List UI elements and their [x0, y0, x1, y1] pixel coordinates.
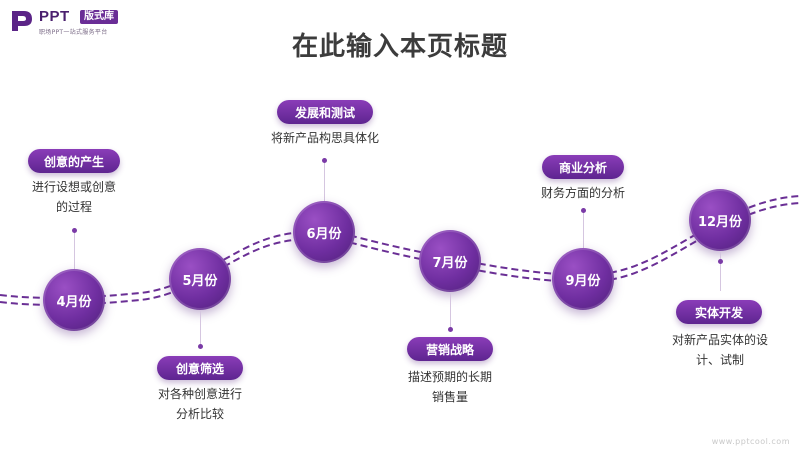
- milestone-5-label: 商业分析: [542, 155, 624, 179]
- milestone-1-desc-line-1: 进行设想或创意: [31, 180, 116, 194]
- milestone-2-label: 创意筛选: [157, 356, 243, 380]
- milestone-1-connector: [74, 230, 75, 270]
- brand-logo: PPT 版式库 职场PPT一站式服务平台: [10, 8, 140, 36]
- milestone-5-connector: [583, 208, 584, 250]
- milestone-4-desc: 描述预期的长期 销售量: [390, 367, 510, 407]
- ppt-logo-icon: [12, 11, 32, 31]
- watermark: www.pptcool.com: [711, 437, 790, 446]
- milestone-6-dot: [718, 259, 723, 264]
- milestone-5-desc-line-1: 财务方面的分析: [540, 186, 625, 200]
- milestone-4-node: 7月份: [419, 230, 481, 292]
- logo-brand-text: PPT: [39, 8, 70, 25]
- milestone-2-node: 5月份: [169, 248, 231, 310]
- milestone-5-dot: [581, 208, 586, 213]
- page-title: 在此输入本页标题: [291, 32, 508, 62]
- milestone-6-connector: [720, 251, 721, 291]
- milestone-5-desc: 财务方面的分析: [523, 183, 643, 203]
- milestone-3-label: 发展和测试: [277, 100, 373, 124]
- milestone-1-node: 4月份: [43, 269, 105, 331]
- milestone-2-desc: 对各种创意进行 分析比较: [140, 384, 260, 424]
- milestone-4-desc-line-1: 描述预期的长期: [407, 370, 492, 384]
- milestone-6-node: 12月份: [689, 189, 751, 251]
- milestone-1-label: 创意的产生: [28, 149, 120, 173]
- milestone-6-desc-line-1: 对新产品实体的设: [671, 333, 768, 347]
- milestone-4-dot: [448, 327, 453, 332]
- milestone-1-desc: 进行设想或创意 的过程: [14, 177, 134, 217]
- timeline-track-line-upper: [0, 195, 800, 299]
- milestone-2-desc-line-2: 分析比较: [175, 407, 224, 421]
- milestone-6-desc-line-2: 计、试制: [695, 353, 744, 367]
- milestone-2-dot: [198, 344, 203, 349]
- logo-tagline: 职场PPT一站式服务平台: [39, 29, 108, 36]
- milestone-5-node: 9月份: [552, 248, 614, 310]
- milestone-3-desc: 将新产品构思具体化: [255, 128, 395, 148]
- milestone-4-desc-line-2: 销售量: [431, 390, 468, 404]
- milestone-2-desc-line-1: 对各种创意进行: [157, 387, 242, 401]
- milestone-1-dot: [72, 228, 77, 233]
- milestone-4-label: 营销战略: [407, 337, 493, 361]
- milestone-3-connector: [324, 158, 325, 203]
- milestone-3-desc-line-1: 将新产品构思具体化: [270, 131, 379, 145]
- milestone-6-desc: 对新产品实体的设 计、试制: [660, 330, 780, 370]
- milestone-4-connector: [450, 292, 451, 330]
- milestone-3-node: 6月份: [293, 201, 355, 263]
- timeline-track-line-lower: [0, 202, 800, 306]
- milestone-6-label: 实体开发: [676, 300, 762, 324]
- milestone-1-desc-line-2: 的过程: [55, 200, 92, 214]
- milestone-2-connector: [200, 310, 201, 345]
- logo-badge: 版式库: [80, 10, 118, 24]
- milestone-3-dot: [322, 158, 327, 163]
